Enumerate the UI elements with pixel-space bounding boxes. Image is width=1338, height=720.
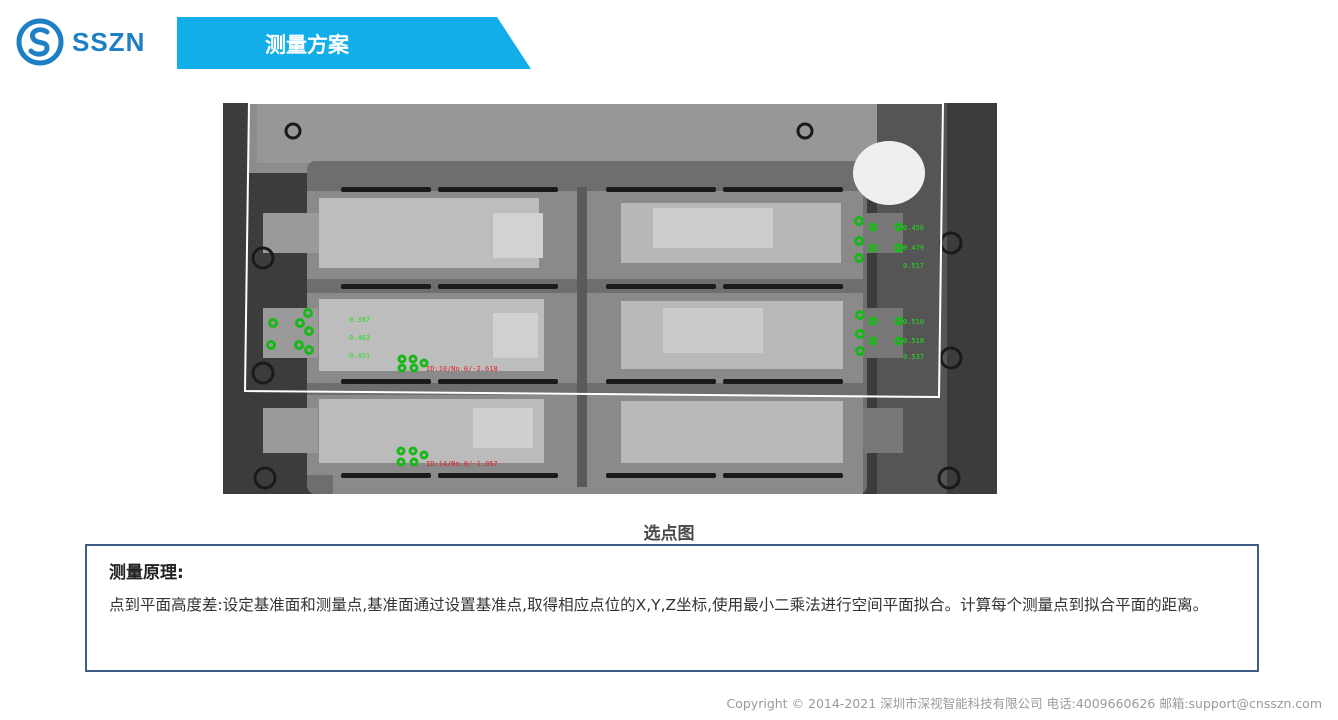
- title-banner: 测量方案: [177, 17, 531, 69]
- point-label-r5: 0.518: [903, 337, 924, 345]
- point-label-r1: 0.456: [903, 224, 924, 232]
- point-label-r3: 0.517: [903, 262, 924, 270]
- logo-text: SSZN: [72, 26, 146, 57]
- point-label-r4: 0.510: [903, 318, 924, 326]
- point-label-l1: 0.387: [349, 316, 370, 324]
- point-label-l3: 0.451: [349, 352, 370, 360]
- company-logo: SSZN: [16, 18, 145, 66]
- point-label-l2: 0.463: [349, 334, 370, 342]
- point-label-r6: 0.537: [903, 353, 924, 361]
- page-title: 测量方案: [265, 33, 349, 57]
- depth-image: 0.456 0.479 0.517 0.510 0.518 0.537 0.38…: [223, 103, 997, 494]
- principle-title: 测量原理:: [109, 563, 184, 583]
- measure-label-2: ID:14/No.0/-1.057: [426, 460, 498, 468]
- principle-box: 测量原理: 点到平面高度差:设定基准面和测量点,基准面通过设置基准点,取得相应点…: [85, 544, 1259, 672]
- point-label-r2: 0.479: [903, 244, 924, 252]
- footer-copyright: Copyright © 2014-2021 深圳市深视智能科技有限公司 电话:4…: [726, 696, 1323, 711]
- figure-caption: 选点图: [643, 524, 695, 544]
- measure-label-1: ID:10/No.0/-2.618: [426, 365, 498, 373]
- point-selection-figure: 0.456 0.479 0.517 0.510 0.518 0.537 0.38…: [223, 103, 997, 494]
- sszn-logo-icon: [16, 18, 64, 66]
- principle-body: 点到平面高度差:设定基准面和测量点,基准面通过设置基准点,取得相应点位的X,Y,…: [109, 596, 1209, 614]
